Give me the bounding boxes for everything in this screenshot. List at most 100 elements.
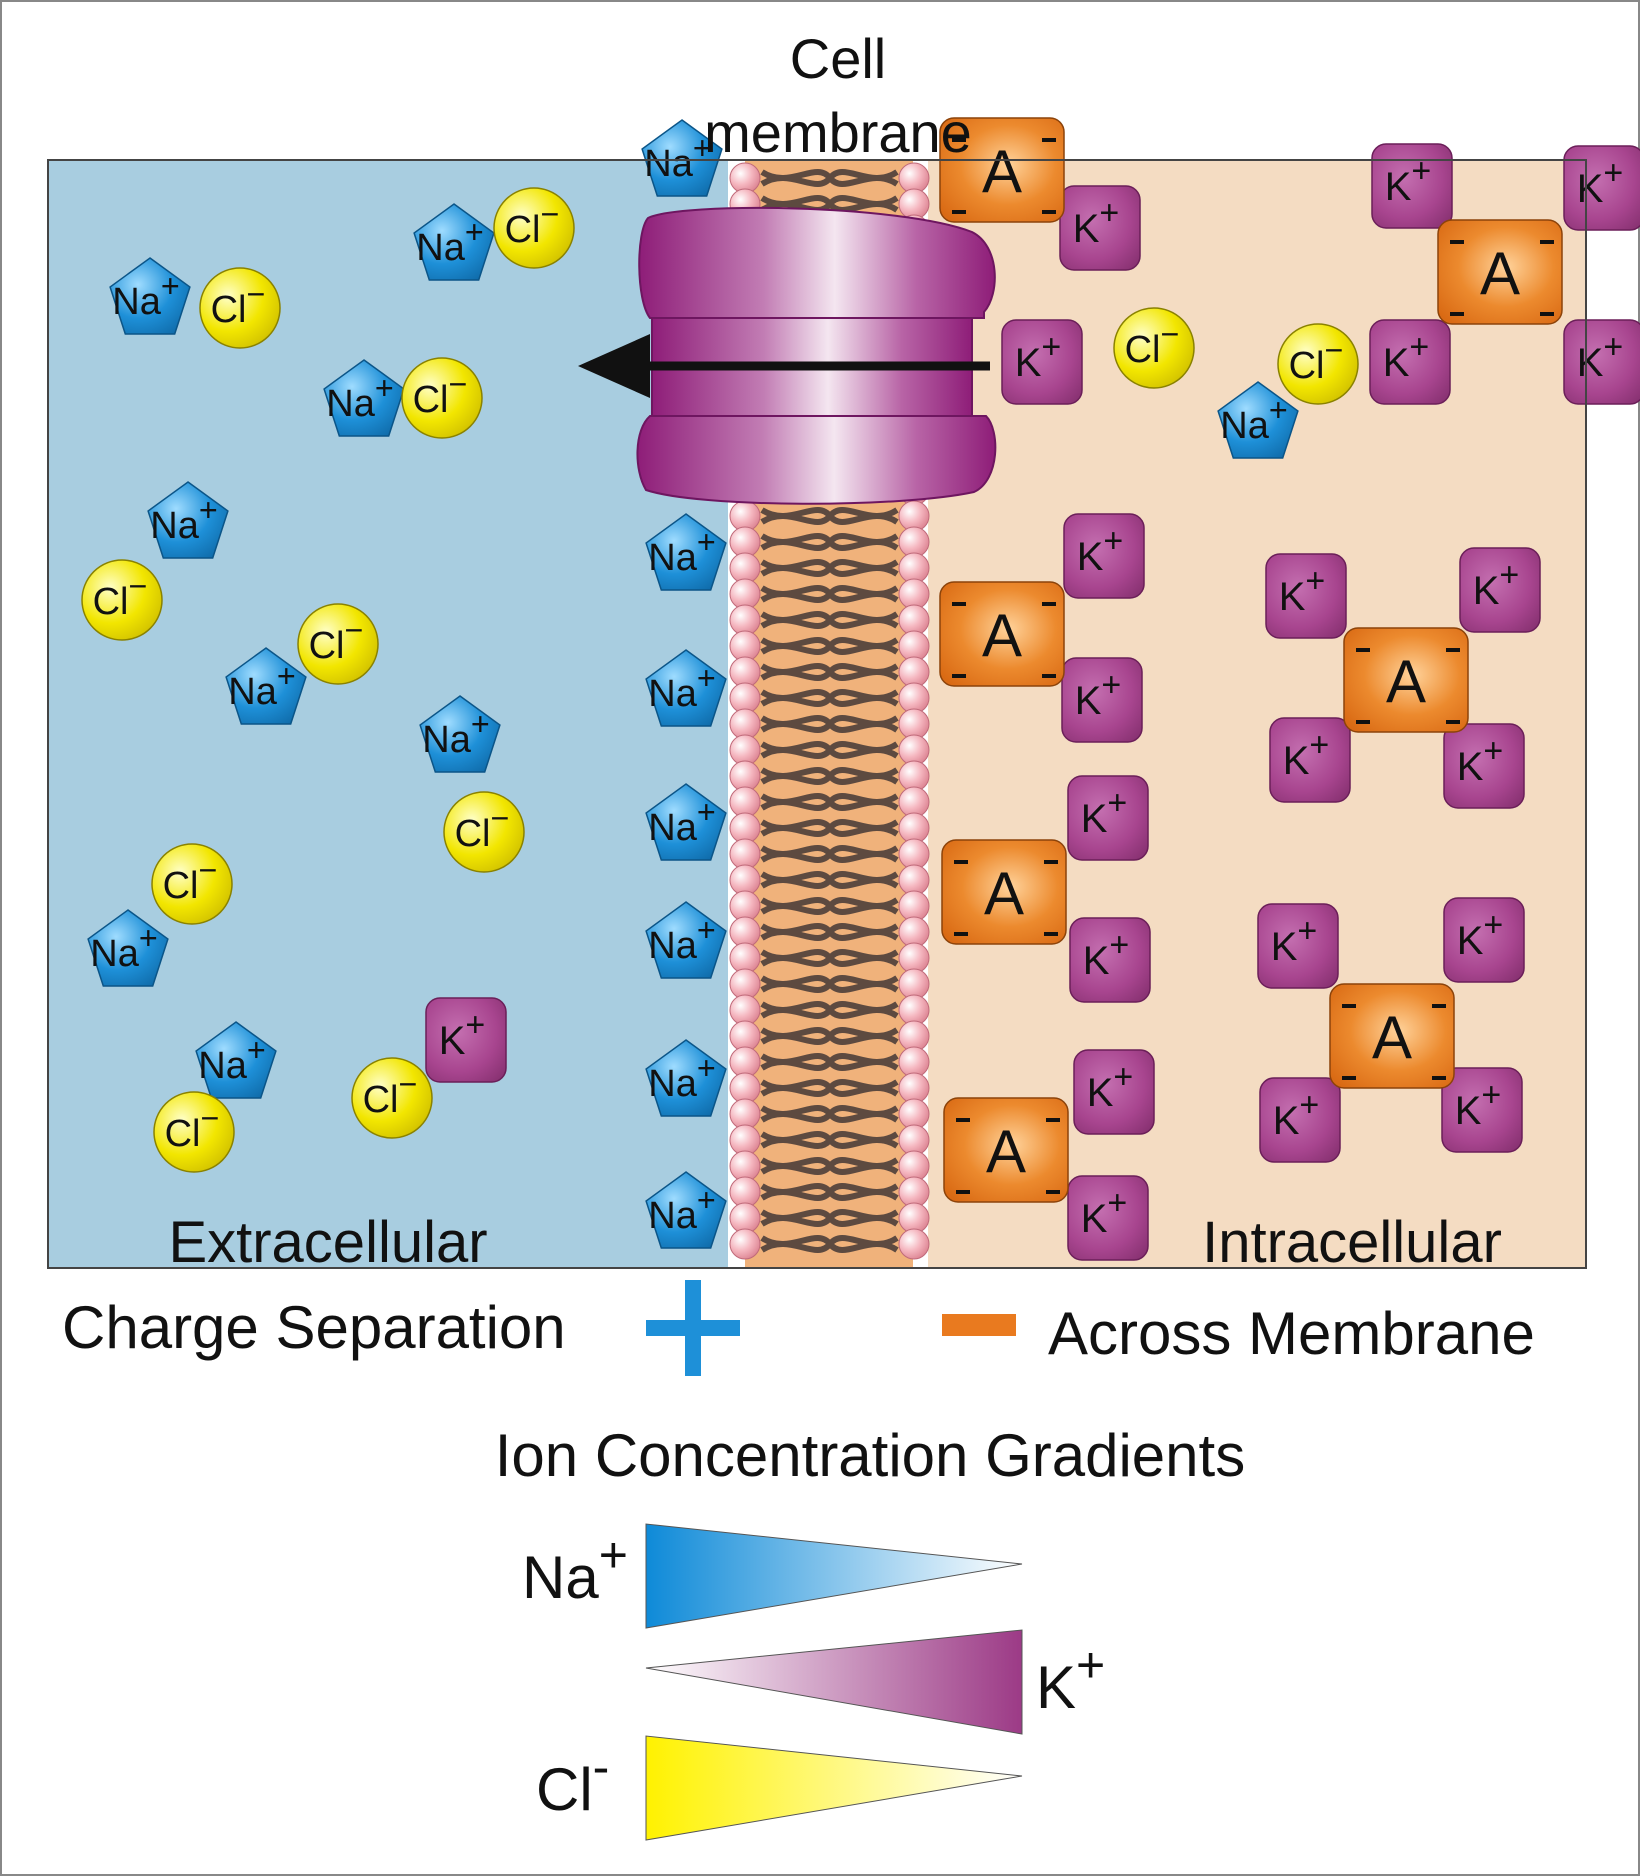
sodium-ion-label: Na+ — [648, 660, 715, 715]
potassium-ion: K+ — [1063, 513, 1145, 599]
sodium-ion: Na+ — [419, 695, 501, 773]
sodium-ion-label: Na+ — [198, 1032, 265, 1087]
chloride-ion: Cl− — [1113, 307, 1195, 389]
chloride-ion: Cl− — [443, 791, 525, 873]
lipid-tail — [760, 1079, 899, 1097]
anion-charge-mark — [1042, 138, 1056, 142]
lipid-tail — [760, 897, 899, 915]
anion: A — [943, 1097, 1069, 1203]
sodium-ion: Na+ — [645, 783, 727, 861]
lipid-tail — [760, 533, 899, 551]
lipid-tail — [760, 923, 899, 941]
potassium-ion-label: K+ — [1457, 906, 1504, 963]
anion-label: A — [1372, 1004, 1412, 1071]
anion-charge-mark — [952, 674, 966, 678]
sodium-ion: Na+ — [87, 909, 169, 987]
membrane-title-line-1: Cell — [790, 27, 886, 90]
chloride-gradient-label: Cl- — [536, 1739, 609, 1823]
anion-charge-mark — [954, 932, 968, 936]
lipid-tail — [760, 169, 899, 187]
lipid-tail — [760, 1105, 899, 1123]
anion-charge-mark — [1356, 648, 1370, 652]
sodium-ion: Na+ — [645, 1039, 727, 1117]
anion: A — [941, 839, 1067, 945]
anion-charge-mark — [1450, 240, 1464, 244]
potassium-ion: K+ — [1067, 1175, 1149, 1261]
ion-layer: Na+Na+Na+Na+Na+Na+Na+Na+Cl−Cl−Cl−Cl−Cl−C… — [81, 117, 1640, 1261]
potassium-ion-label: K+ — [1577, 328, 1624, 385]
anion-label: A — [982, 602, 1022, 669]
potassium-ion-label: K+ — [1087, 1058, 1134, 1115]
chloride-ion: Cl− — [151, 843, 233, 925]
sodium-ion: Na+ — [323, 359, 405, 437]
chloride-ion: Cl− — [81, 559, 163, 641]
sodium-ion-label: Na+ — [422, 706, 489, 761]
potassium-ion-label: K+ — [1283, 726, 1330, 783]
potassium-ion-label: K+ — [1383, 328, 1430, 385]
intracellular-label: Intracellular — [1202, 1210, 1502, 1275]
potassium-ion: K+ — [1265, 553, 1347, 639]
anion-charge-mark — [1046, 1190, 1060, 1194]
sodium-ion: Na+ — [645, 1171, 727, 1249]
sodium-ion-label: Na+ — [648, 524, 715, 579]
lipid-tail — [760, 585, 899, 603]
charge-separation-label: Charge Separation — [62, 1294, 566, 1361]
anion-charge-mark — [1042, 674, 1056, 678]
potassium-ion-label: K+ — [1077, 522, 1124, 579]
sodium-ion-label: Na+ — [416, 214, 483, 269]
potassium-ion: K+ — [1443, 897, 1525, 983]
minus-sign-icon — [942, 1314, 1016, 1336]
chloride-ion: Cl− — [401, 357, 483, 439]
anion-charge-mark — [1044, 860, 1058, 864]
potassium-ion-label: K+ — [1073, 194, 1120, 251]
lipid-tail — [760, 689, 899, 707]
chloride-ion-label: Cl− — [455, 800, 510, 855]
sodium-ion-label: Na+ — [150, 492, 217, 547]
anion-label: A — [986, 1118, 1026, 1185]
anion-charge-mark — [1446, 720, 1460, 724]
anion-charge-mark — [952, 138, 966, 142]
potassium-ion-label: K+ — [1385, 152, 1432, 209]
sodium-ion: Na+ — [1217, 381, 1299, 459]
lipid-tail — [760, 507, 899, 525]
potassium-ion-label: K+ — [1455, 1076, 1502, 1133]
anion-label: A — [1386, 648, 1426, 715]
potassium-gradient: K+ — [645, 1629, 1105, 1735]
sodium-ion-label: Na+ — [1220, 392, 1287, 447]
chloride-ion-label: Cl− — [163, 852, 218, 907]
lipid-tail — [760, 949, 899, 967]
chloride-ion-label: Cl− — [211, 276, 266, 331]
potassium-ion: K+ — [1459, 547, 1541, 633]
lipid-tail — [760, 611, 899, 629]
anion-charge-mark — [952, 210, 966, 214]
anion-label: A — [982, 138, 1022, 205]
anion-charge-mark — [1432, 1076, 1446, 1080]
sodium-ion: Na+ — [413, 203, 495, 281]
sodium-ion: Na+ — [195, 1021, 277, 1099]
anion-charge-mark — [1356, 720, 1370, 724]
lipid-tail — [760, 871, 899, 889]
potassium-ion: K+ — [1563, 319, 1640, 405]
sodium-ion-label: Na+ — [648, 912, 715, 967]
anion-charge-mark — [1046, 1118, 1060, 1122]
lipid-tail — [760, 1235, 899, 1253]
anion-charge-mark — [1450, 312, 1464, 316]
flow-arrow-left-icon — [578, 334, 990, 398]
lipid-tail — [760, 1183, 899, 1201]
potassium-ion: K+ — [1259, 1077, 1341, 1163]
lipid-tail — [760, 975, 899, 993]
potassium-ion: K+ — [1067, 775, 1149, 861]
potassium-ion-label: K+ — [1083, 926, 1130, 983]
chloride-ion-label: Cl− — [505, 196, 560, 251]
lipid-tail — [760, 715, 899, 733]
anion-label: A — [984, 860, 1024, 927]
lipid-tail — [760, 1053, 899, 1071]
anion: A — [1329, 983, 1455, 1089]
potassium-ion-label: K+ — [1271, 912, 1318, 969]
potassium-ion: K+ — [425, 997, 507, 1083]
anion-charge-mark — [1342, 1004, 1356, 1008]
chloride-ion-label: Cl− — [363, 1066, 418, 1121]
potassium-ion: K+ — [1059, 185, 1141, 271]
gradient-title: Ion Concentration Gradients — [495, 1422, 1245, 1489]
